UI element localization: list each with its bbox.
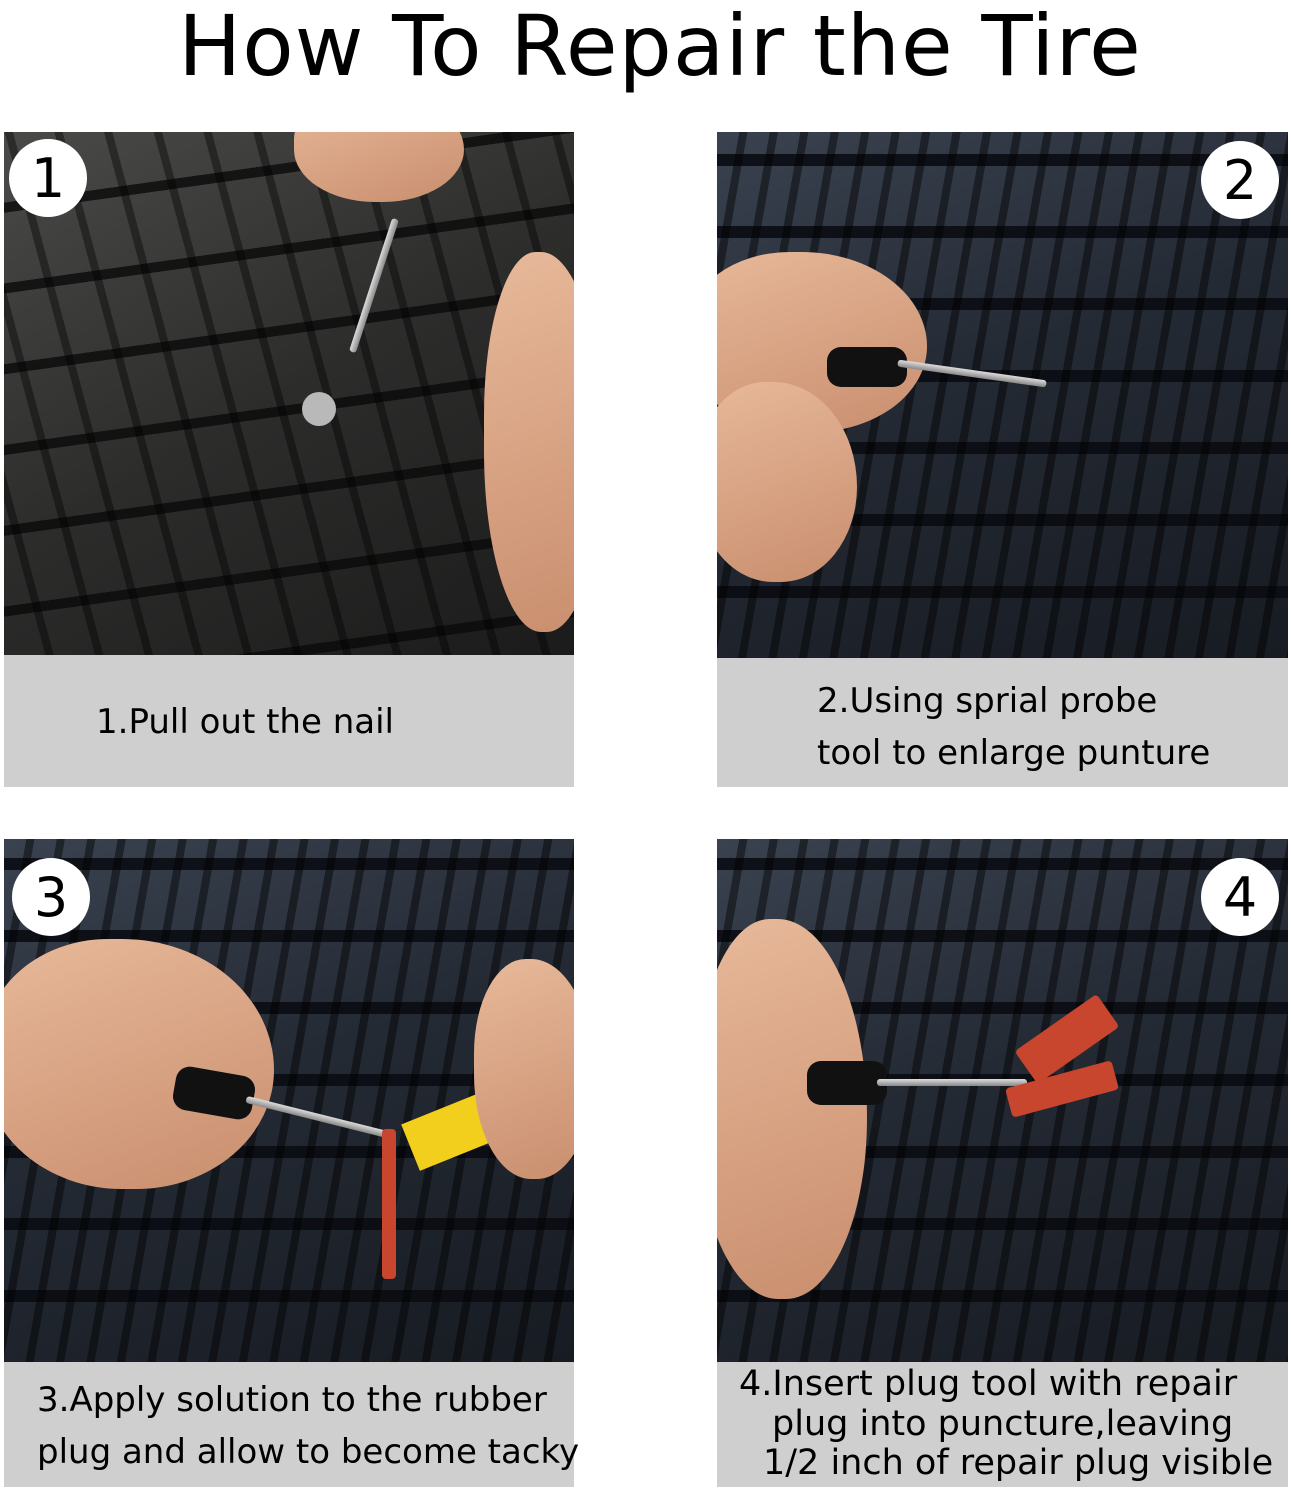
hand-image xyxy=(294,132,464,202)
caption-line: plug into puncture,leaving xyxy=(772,1404,1234,1444)
caption-line: 4.Insert plug tool with repair xyxy=(739,1364,1238,1404)
hand-image xyxy=(484,252,574,632)
pliers-image xyxy=(349,217,399,354)
hand-image xyxy=(717,919,867,1299)
tool-handle-image xyxy=(807,1061,887,1105)
step-3-number-badge: 3 xyxy=(12,858,90,936)
insert-tool-image xyxy=(877,1079,1027,1086)
hand-image xyxy=(717,382,857,582)
step-2-photo xyxy=(717,132,1288,658)
repair-plug-image xyxy=(1004,1060,1120,1118)
caption-line: plug and allow to become tacky xyxy=(37,1432,580,1472)
probe-handle-image xyxy=(827,347,907,387)
step-3-caption: 3.Apply solution to the rubber plug and … xyxy=(4,1362,579,1487)
step-3-photo xyxy=(4,839,574,1362)
step-2-number-badge: 2 xyxy=(1201,141,1279,219)
step-4-number-badge: 4 xyxy=(1201,858,1279,936)
step-4-photo xyxy=(717,839,1288,1362)
step-2-caption: 2.Using sprial probe tool to enlarge pun… xyxy=(717,658,1288,787)
insert-tool-image xyxy=(245,1095,393,1140)
hand-image xyxy=(474,959,574,1179)
caption-line: 3.Apply solution to the rubber xyxy=(37,1380,547,1420)
step-1-photo xyxy=(4,132,574,655)
step-1-caption: 1.Pull out the nail xyxy=(4,655,574,787)
rubber-plug-image xyxy=(382,1129,396,1279)
caption-line: tool to enlarge punture xyxy=(817,733,1211,773)
nail-head-image xyxy=(302,392,336,426)
caption-line: 1/2 inch of repair plug visible xyxy=(763,1443,1274,1483)
step-4-caption: 4.Insert plug tool with repair plug into… xyxy=(717,1362,1288,1487)
step-1-number-badge: 1 xyxy=(9,139,87,217)
hand-image xyxy=(4,939,274,1189)
caption-line: 2.Using sprial probe xyxy=(817,681,1158,721)
caption-line: 1.Pull out the nail xyxy=(96,702,394,742)
page-title: How To Repair the Tire xyxy=(178,0,1142,95)
